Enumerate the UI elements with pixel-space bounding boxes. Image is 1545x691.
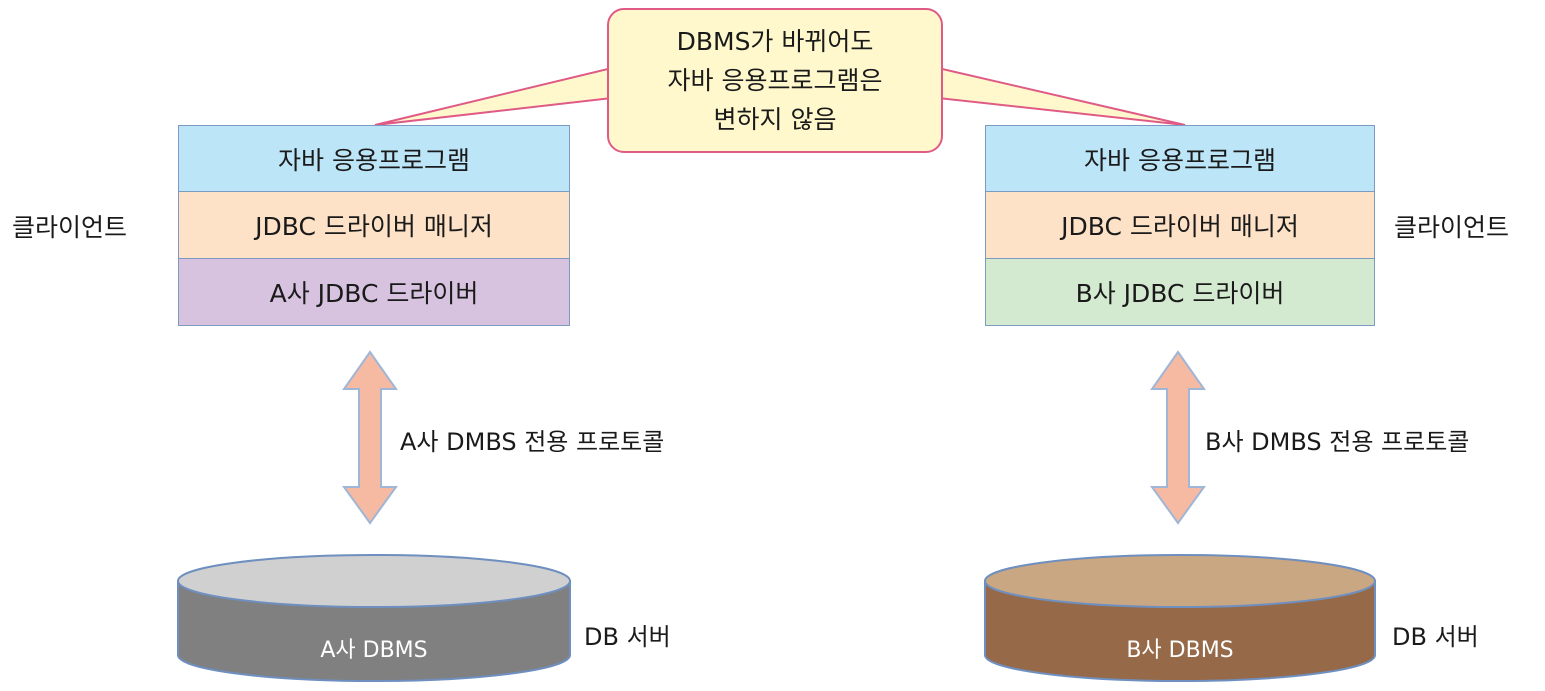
- right-db-name: B사 DBMS: [1126, 638, 1234, 663]
- callout-line-3: 변하지 않음: [713, 105, 837, 134]
- callout-text: DBMS가 바뀌어도 자바 응용프로그램은 변하지 않음: [610, 22, 940, 139]
- left-driver-manager-layer: JDBC 드라이버 매니저: [178, 192, 570, 259]
- right-protocol-label: B사 DMBS 전용 프로토콜: [1205, 428, 1470, 456]
- right-client-label: 클라이언트: [1394, 213, 1510, 242]
- protocol-arrow-right: [1150, 350, 1206, 525]
- left-protocol-label: A사 DMBS 전용 프로토콜: [400, 428, 665, 456]
- right-db-server-label: DB 서버: [1392, 623, 1479, 651]
- right-driver-manager-layer: JDBC 드라이버 매니저: [985, 192, 1375, 259]
- callout-tail-left: [374, 66, 613, 126]
- callout-bubble: [607, 8, 943, 153]
- left-java-app-layer: 자바 응용프로그램: [178, 125, 570, 192]
- right-java-app-layer: 자바 응용프로그램: [985, 125, 1375, 192]
- callout-line-1: DBMS가 바뀌어도: [676, 27, 874, 56]
- database-b-cylinder: [984, 554, 1376, 682]
- left-db-server-label: DB 서버: [584, 623, 671, 651]
- left-db-name: A사 DBMS: [320, 638, 428, 663]
- right-jdbc-driver-layer: B사 JDBC 드라이버: [985, 259, 1375, 326]
- protocol-arrow-left: [342, 350, 398, 525]
- callout-tail-right: [937, 66, 1186, 126]
- left-client-label: 클라이언트: [12, 213, 128, 242]
- callout-line-2: 자바 응용프로그램은: [667, 66, 883, 95]
- left-jdbc-driver-layer: A사 JDBC 드라이버: [178, 259, 570, 326]
- database-a-cylinder: [177, 554, 571, 682]
